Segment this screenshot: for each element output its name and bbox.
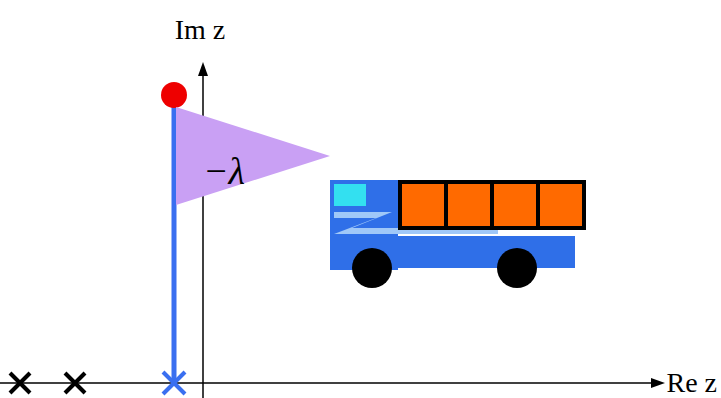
red-dot	[161, 82, 187, 108]
real-axis	[0, 382, 655, 384]
axis-label: Re z	[666, 369, 717, 397]
flag-shape	[176, 107, 330, 205]
blue-pole-mark	[163, 372, 185, 394]
pole-marks	[10, 373, 85, 393]
axis-arrowhead	[651, 378, 665, 388]
truck	[330, 180, 584, 288]
axis-label: Im z	[175, 16, 226, 44]
flag-label: −λ	[203, 152, 245, 190]
axis-arrowhead	[198, 62, 208, 76]
flag: −λ	[176, 107, 330, 205]
flag-pole	[172, 95, 177, 383]
